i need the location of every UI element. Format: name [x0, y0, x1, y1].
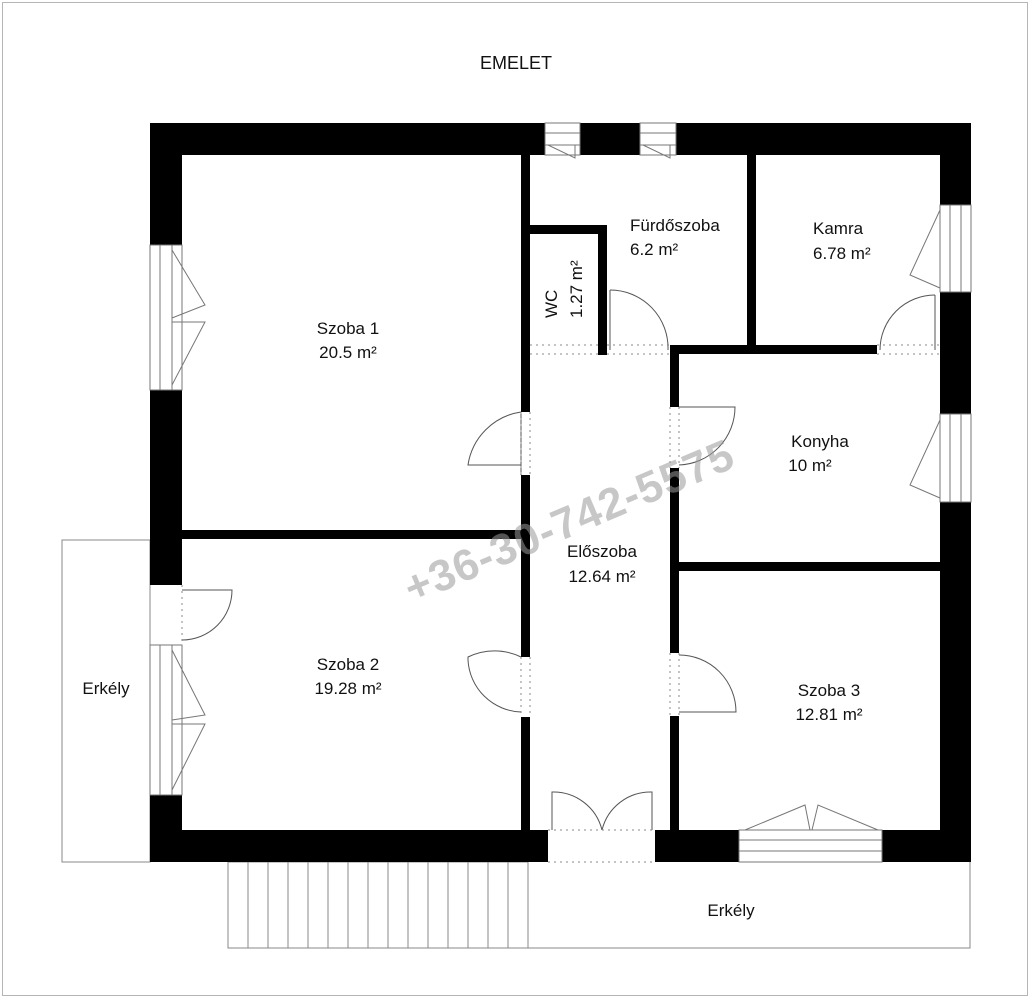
room-area-eloszoba: 12.64 m² — [568, 567, 635, 586]
room-name-eloszoba: Előszoba — [567, 542, 637, 561]
room-area-szoba2: 19.28 m² — [314, 679, 381, 698]
windows — [149, 122, 972, 863]
room-area-kamra: 6.78 m² — [813, 244, 871, 263]
interior-walls — [182, 155, 940, 830]
exterior-walls — [150, 123, 971, 862]
balcony-left-outline — [61, 539, 151, 863]
room-name-konyha: Konyha — [791, 432, 849, 451]
room-name-kamra: Kamra — [813, 219, 864, 238]
balcony-label-bottom: Erkély — [707, 901, 755, 920]
doors — [181, 289, 936, 831]
room-name-szoba3: Szoba 3 — [798, 681, 860, 700]
plan-title: EMELET — [480, 53, 552, 73]
room-name-wc: WC — [542, 290, 561, 318]
room-name-szoba2: Szoba 2 — [317, 655, 379, 674]
door-thresholds — [149, 344, 940, 863]
room-name-szoba1: Szoba 1 — [317, 319, 379, 338]
balcony-label-left: Erkély — [82, 679, 130, 698]
room-area-szoba3: 12.81 m² — [795, 705, 862, 724]
room-area-konyha: 10 m² — [788, 456, 832, 475]
balcony-bottom-outline — [227, 862, 971, 949]
room-area-wc: 1.27 m² — [567, 260, 586, 318]
room-area-furdoszoba: 6.2 m² — [630, 240, 679, 259]
staircase — [228, 861, 529, 948]
room-name-furdoszoba: Fürdőszoba — [630, 216, 720, 235]
room-area-szoba1: 20.5 m² — [319, 343, 377, 362]
